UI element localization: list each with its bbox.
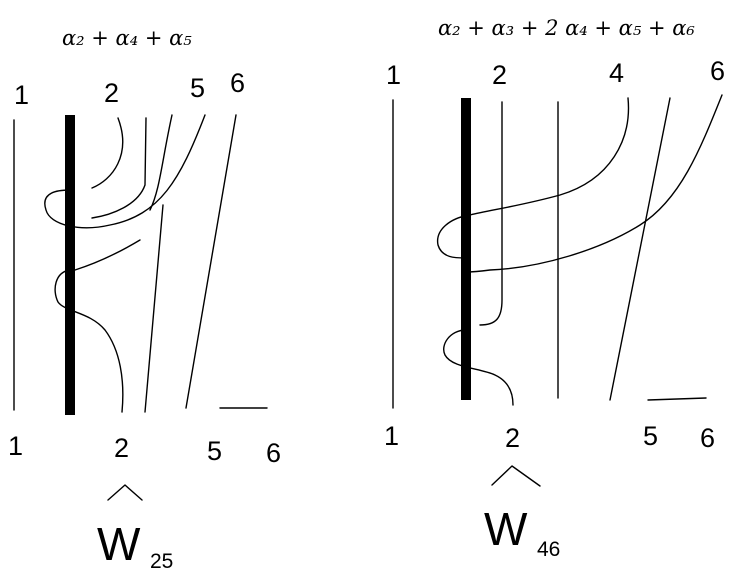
left-top-label-2: 2 — [104, 78, 119, 108]
right-top-label-1: 1 — [386, 60, 401, 90]
left-caption-main: W — [97, 518, 141, 570]
left-arc-2 — [91, 117, 147, 219]
right-strand-2 — [479, 101, 503, 326]
left-loop-lower — [54, 269, 124, 413]
left-diagram: α₂ + α₄ + α₅ 1 2 5 6 1 2 5 6 W 25 — [8, 26, 281, 573]
left-bottom-label-5: 5 — [207, 436, 222, 466]
right-formula: α₂ + α₃ + 2 α₄ + α₅ + α₆ — [438, 16, 695, 40]
right-top-label-4: 4 — [609, 58, 624, 88]
left-bottom-label-6: 6 — [266, 438, 281, 468]
right-strand-diag — [609, 97, 671, 401]
left-caption-sub: 25 — [150, 550, 173, 573]
left-bottom-label-2: 2 — [114, 433, 129, 463]
right-hat-icon — [491, 465, 541, 487]
left-top-label-1: 1 — [14, 80, 29, 110]
left-bottom-label-1: 1 — [8, 431, 23, 461]
left-arc-mid — [74, 239, 141, 271]
left-arc-1 — [91, 117, 124, 189]
right-caption-main: W — [484, 503, 528, 555]
right-bottom-label-5: 5 — [643, 421, 658, 451]
left-hat-icon — [107, 484, 143, 501]
right-diagram: α₂ + α₃ + 2 α₄ + α₅ + α₆ 1 2 4 6 1 2 5 6… — [384, 16, 725, 561]
right-loop-lower — [443, 329, 514, 406]
left-formula: α₂ + α₄ + α₅ — [62, 26, 192, 50]
right-bottom-label-2: 2 — [505, 423, 520, 453]
left-top-label-6: 6 — [230, 68, 245, 98]
right-caption-sub: 46 — [537, 538, 560, 561]
right-bottom-label-1: 1 — [384, 421, 399, 451]
right-curve-long — [465, 94, 723, 273]
left-loop-upper — [44, 114, 206, 229]
left-strand-diag-1 — [144, 204, 164, 413]
left-strand-diag-2 — [185, 114, 237, 409]
right-top-label-2: 2 — [492, 60, 507, 90]
right-top-label-6: 6 — [710, 56, 725, 86]
right-loop-upper — [436, 97, 630, 259]
right-short-segment — [647, 397, 707, 401]
left-top-label-5: 5 — [190, 73, 205, 103]
right-bottom-label-6: 6 — [700, 423, 715, 453]
left-arc-3 — [149, 114, 173, 211]
